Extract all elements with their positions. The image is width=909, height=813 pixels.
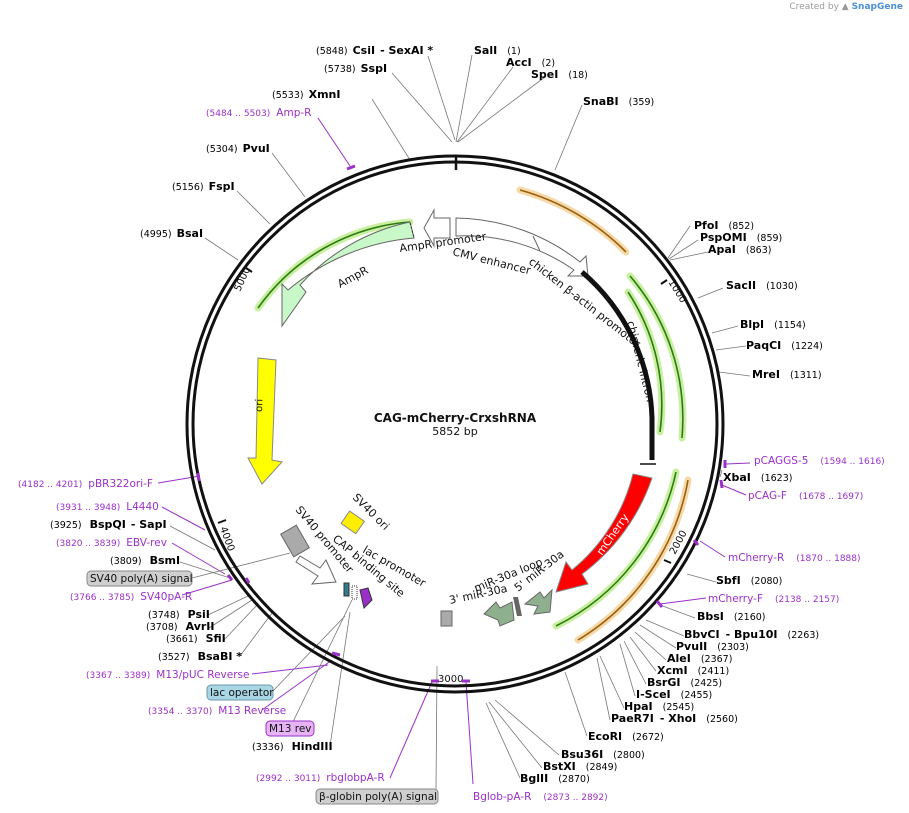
leader-lines: [169, 54, 751, 779]
sv40-promoter-feature: [280, 524, 310, 558]
enzyme-bsabi: (3527)BsaBI *: [158, 650, 242, 663]
enzyme-paqci: PaqCI(1224): [746, 339, 823, 352]
enzyme-pspomi: PspOMI(859): [700, 231, 782, 244]
enzyme-bsu36i: Bsu36I(2800): [561, 748, 645, 761]
mir30a-loop-feature: [513, 597, 522, 616]
mir30a-5-feature: [523, 588, 553, 615]
enzyme-bstxi: BstXI(2849): [543, 760, 617, 773]
mir30a-3-feature: [483, 601, 515, 627]
credit-brand: SnapGene: [851, 2, 903, 12]
tick-label-1000: 1000: [665, 278, 688, 305]
enzyme-csii: (5848)CsiI- SexAI *: [316, 44, 433, 57]
primer-rbglobpa-r: (2992 .. 3011)rbglobpA-R: [256, 772, 385, 784]
enzyme-bsrgi: BsrGI(2425): [647, 676, 722, 689]
sv40-promoter-arrow: [295, 555, 337, 585]
enzyme-bbvci: BbvCI- Bpu10I(2263): [684, 628, 819, 641]
enzyme-pvuii: PvuII(2303): [676, 640, 749, 653]
backbone-ring: [185, 154, 725, 694]
enzyme-bbsi: BbsI(2160): [697, 610, 766, 623]
plasmid-length: 5852 bp: [432, 425, 477, 438]
enzyme-avrii: (3708)AvrII: [146, 620, 215, 633]
chimeric-intron-feature: [580, 270, 655, 460]
primer-ebv-rev: (3820 .. 3839)EBV-rev: [56, 537, 167, 549]
enzyme-sbfi: SbfI(2080): [716, 574, 782, 587]
primer-ticks: [196, 164, 727, 683]
enzyme-sfii: (3661)SfiI: [166, 632, 226, 645]
enzymes-left-bottom: (3925)BspQI- SapI (3809)BsmI (3748)PsiI …: [50, 518, 333, 753]
enzyme-fspi: (5156)FspI: [172, 180, 235, 193]
enzyme-xmni: (5533)XmnI: [272, 88, 340, 101]
tick-label-3000: 3000: [438, 674, 463, 685]
enzyme-acci: AccI(2): [506, 56, 555, 69]
primer-l4440: (3931 .. 3948)L4440: [56, 501, 159, 513]
enzyme-hindiii: (3336)HindIII: [252, 740, 333, 753]
ampr-label: AmpR: [335, 264, 370, 291]
primer-bglob-pa-r: Bglob-pA-R(2873 .. 2892): [473, 791, 608, 803]
enzyme-xcmi: XcmI(2411): [657, 664, 729, 677]
primer-pbr322ori-f: (4182 .. 4201)pBR322ori-F: [18, 478, 153, 490]
mcherry-label: mCherry: [594, 511, 632, 558]
ampr-promoter-feature: [423, 208, 451, 248]
outer-arcs: [254, 186, 692, 644]
enzyme-i-scei: I-SceI(2455): [636, 688, 712, 701]
enzyme-paer7i: PaeR7I- XhoI(2560): [611, 712, 738, 725]
cmv-enhancer-label: CMV enhancer: [451, 245, 532, 277]
credit-prefix: Created by: [789, 2, 839, 12]
primer-amp-r: (5484 .. 5503)Amp-R: [206, 107, 311, 119]
enzyme-mrei: MreI(1311): [752, 368, 822, 381]
primer-m13-puc-reverse: (3367 .. 3389)M13/pUC Reverse: [86, 669, 249, 681]
enzyme-pvui: (5304)PvuI: [206, 142, 270, 155]
lac-promoter-feature: [359, 587, 373, 609]
lac-operator-label: lac operator: [210, 687, 274, 699]
enzyme-bglii: BglII(2870): [520, 772, 590, 785]
primer-sv40pa-r: (3766 .. 3785)SV40pA-R: [70, 591, 192, 603]
enzyme-ecori: EcoRI(2672): [588, 730, 664, 743]
enzyme-pfoi: PfoI(852): [694, 219, 754, 232]
ampr-feature: [281, 221, 415, 328]
bglobin-block: [440, 610, 453, 627]
enzyme-apai: ApaI(863): [708, 243, 771, 256]
primer-pcag-f: pCAG-F(1678 .. 1697): [748, 490, 863, 502]
enzymes-right: SalI(1) AccI(2) SpeI(18) SnaBI(359) PfoI…: [474, 44, 823, 785]
enzyme-bspqi: (3925)BspQI- SapI: [50, 518, 167, 531]
enzyme-xbai: XbaI(1623): [723, 471, 792, 484]
ori-label: ori: [254, 399, 265, 412]
primer-mcherry-f: mCherry-F(2138 .. 2157): [708, 593, 839, 605]
enzyme-sspi: (5738)SspI: [324, 62, 387, 75]
bglobin-polya-label: β-globin poly(A) signal: [319, 791, 437, 803]
enzyme-alei: AleI(2367): [667, 652, 732, 665]
enzyme-bsai: (4995)BsaI: [140, 227, 203, 240]
snapgene-credit: Created by ▲ SnapGene: [789, 2, 903, 12]
enzyme-hpai: HpaI(2545): [624, 700, 694, 713]
enzyme-snabi: SnaBI(359): [583, 95, 654, 108]
snapgene-logo-icon: ▲: [841, 2, 849, 12]
m13-rev-label: M13 rev: [269, 723, 312, 735]
mcherry-feature: [555, 473, 653, 593]
enzyme-psii: (3748)PsiI: [148, 608, 210, 621]
plasmid-name: CAG-mCherry-CrxshRNA: [374, 411, 537, 425]
ori-feature: [247, 357, 283, 485]
enzymes-left-top: (5848)CsiI- SexAI * (5738)SspI (5533)Xmn…: [140, 44, 433, 240]
features: [247, 208, 656, 627]
enzyme-spei: SpeI(18): [531, 68, 588, 81]
enzyme-blpi: BlpI(1154): [740, 318, 806, 331]
enzyme-bsmi: (3809)BsmI: [110, 554, 180, 567]
primer-m13-reverse: (3354 .. 3370)M13 Reverse: [148, 705, 286, 717]
boxed-labels: SV40 poly(A) signal lac operator M13 rev…: [86, 570, 439, 805]
enzyme-sacii: SacII(1030): [726, 279, 798, 292]
enzyme-sali: SalI(1): [474, 44, 521, 57]
primer-labels: (5484 .. 5503)Amp-R pCAGGS-5(1594 .. 161…: [18, 107, 885, 803]
sv40-ori-feature: [340, 510, 366, 535]
primer-pcaggs-5: pCAGGS-5(1594 .. 1616): [754, 455, 885, 467]
primer-mcherry-r: mCherry-R(1870 .. 1888): [728, 552, 861, 564]
sv40-polya-label: SV40 poly(A) signal: [90, 573, 193, 585]
